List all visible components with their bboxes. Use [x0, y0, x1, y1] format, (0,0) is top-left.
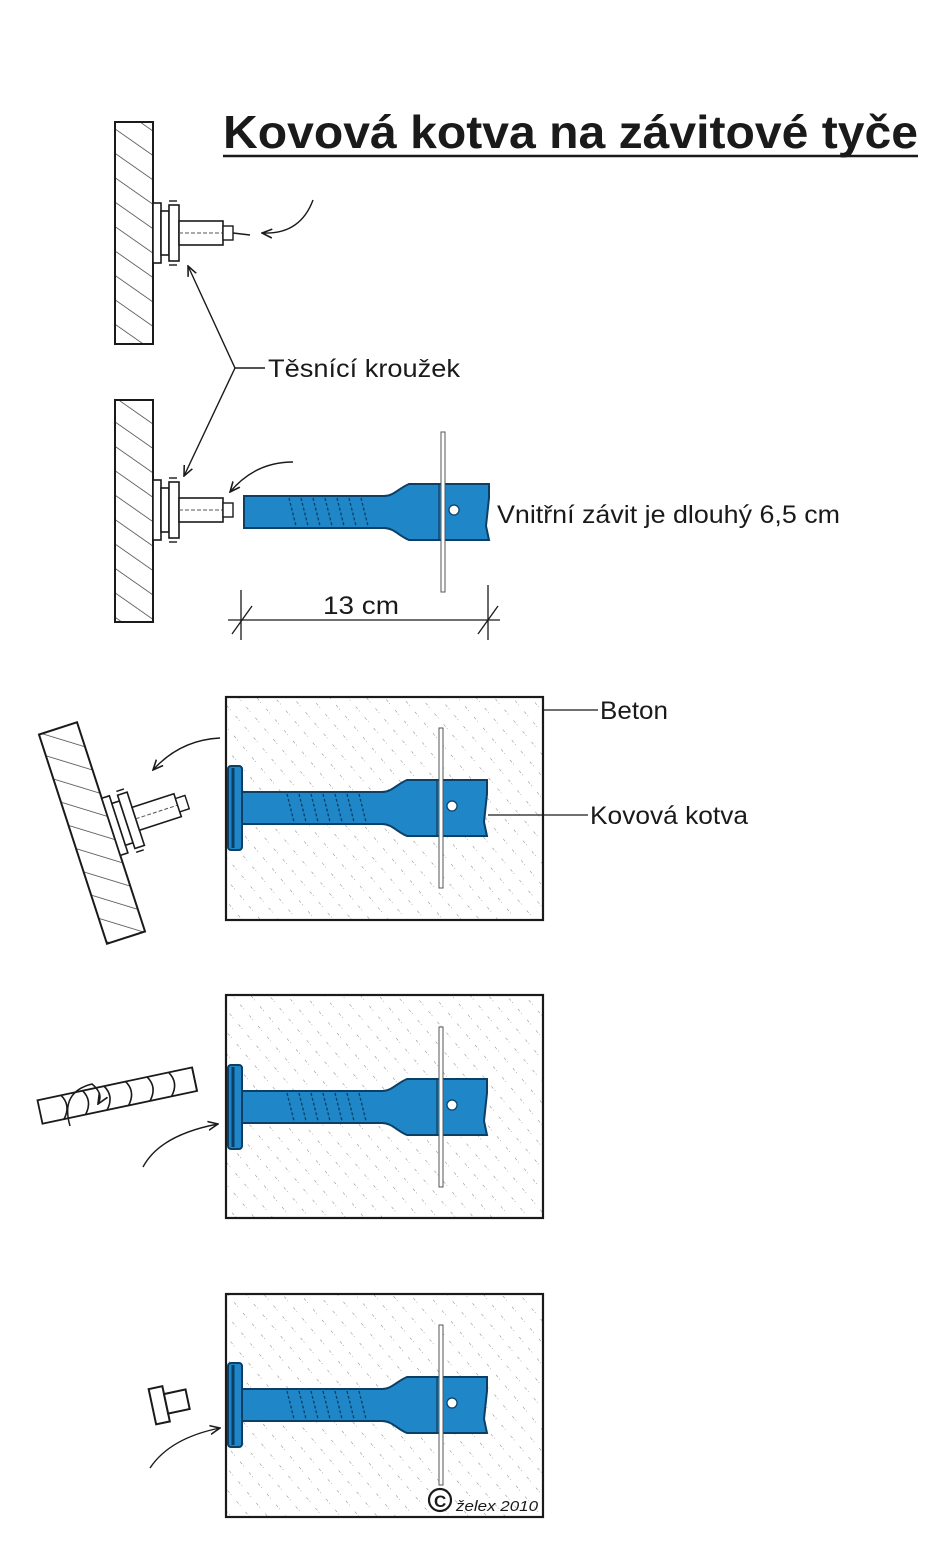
tilted-wall — [37, 720, 198, 946]
step-2-wall-anchor: Vnitřní závit je dlouhý 6,5 cm 13 cm — [114, 399, 840, 640]
plug — [147, 1385, 191, 1426]
seal-ring-callout: Těsnící kroužek — [184, 266, 461, 476]
dimension-13cm: 13 cm — [228, 585, 500, 640]
arrow-curved — [153, 737, 221, 770]
threaded-rod — [36, 1066, 199, 1125]
arrow-curved — [142, 1124, 218, 1168]
step-4-threaded-rod — [36, 993, 545, 1220]
step-1-wall-bolt — [114, 121, 314, 345]
wall-hatched — [114, 121, 154, 345]
step-5-plug: C želex 2010 — [147, 1292, 545, 1519]
copyright-mark: C želex 2010 — [427, 1487, 539, 1515]
copyright-symbol: C — [434, 1492, 446, 1511]
inner-thread-label: Vnitřní závit je dlouhý 6,5 cm — [497, 501, 840, 529]
concrete-label: Beton — [600, 697, 668, 725]
rotation-arrow — [66, 1083, 100, 1127]
dimension-label: 13 cm — [323, 592, 399, 620]
arrow-curved — [230, 461, 294, 492]
arrow-curved — [149, 1428, 220, 1469]
arrow-curved — [262, 199, 314, 233]
wall-hatched — [114, 399, 154, 623]
metal-anchor-label: Kovová kotva — [590, 802, 748, 830]
page-title: Kovová kotva na závitové tyče — [223, 106, 918, 158]
metal-anchor — [243, 431, 490, 593]
seal-ring-label: Těsnící kroužek — [268, 355, 461, 383]
copyright-author: želex 2010 — [455, 1498, 539, 1515]
step-3-concrete-wall-removed: Beton Kovová kotva — [37, 695, 748, 946]
